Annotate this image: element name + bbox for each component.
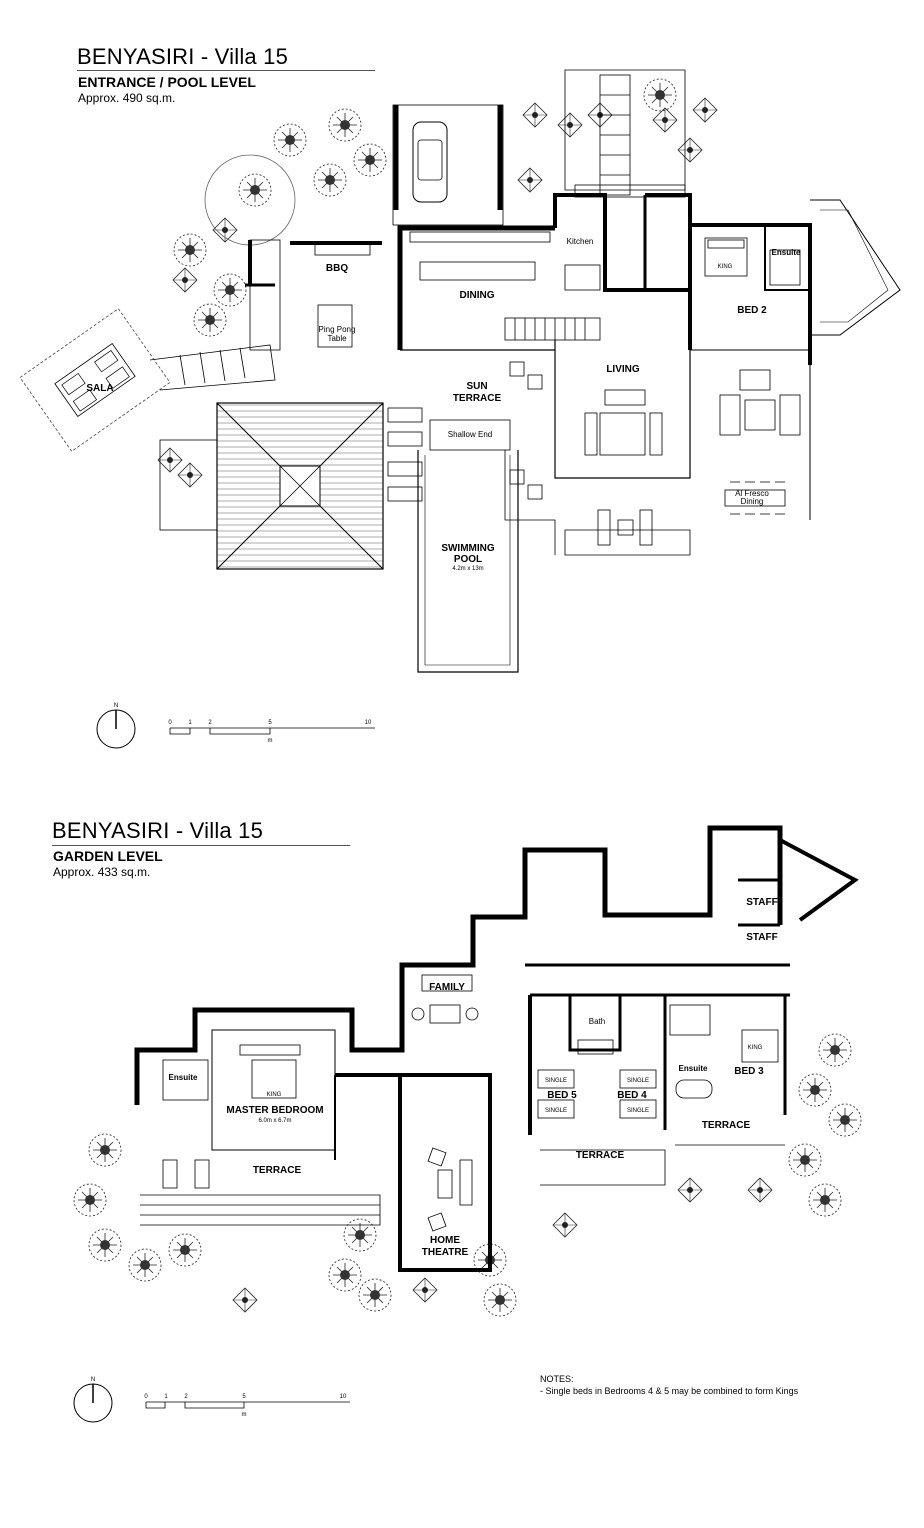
label-pingpong-2: Table <box>327 334 347 343</box>
carport <box>392 104 504 226</box>
label-home: HOME <box>430 1235 460 1246</box>
plan2-title-rule <box>52 845 350 846</box>
sala-path <box>149 344 276 391</box>
label-pool-2: POOL <box>454 554 482 565</box>
plan1-drawing: SALA <box>19 69 901 749</box>
plan1-title-rule <box>77 70 375 71</box>
label-terrace-master: TERRACE <box>253 1165 302 1176</box>
svg-text:0: 0 <box>144 1394 148 1400</box>
dining-furniture <box>409 231 601 341</box>
theatre-furniture <box>427 1147 473 1232</box>
notes-line: - Single beds in Bedrooms 4 & 5 may be c… <box>540 1386 799 1396</box>
label-kitchen: Kitchen <box>567 237 594 246</box>
plan2-drawing: FAMILY STAFF STAFF Ensuite KING MASTER B… <box>73 825 862 1423</box>
label-sala: SALA <box>86 383 113 394</box>
svg-text:5: 5 <box>268 720 272 726</box>
svg-text:0: 0 <box>168 720 172 726</box>
label-single-1: SINGLE <box>545 1078 567 1084</box>
label-alfresco-1: Al Fresco <box>735 489 769 498</box>
plan2-area: Approx. 433 sq.m. <box>53 865 151 879</box>
plan1-walls <box>397 193 901 520</box>
plan1-scale-bar: 0 1 2 5 10 m <box>168 720 375 744</box>
label-family: FAMILY <box>429 982 465 993</box>
label-master-size: 6.0m x 6.7m <box>258 1118 291 1124</box>
sala <box>19 308 171 452</box>
pavilion-roof <box>216 402 384 570</box>
svg-text:2: 2 <box>184 1394 188 1400</box>
label-alfresco-2: Dining <box>741 497 764 506</box>
family-furniture <box>411 974 479 1024</box>
swimming-pool <box>417 419 556 673</box>
label-shallow-end: Shallow End <box>448 430 492 439</box>
label-king-bed3: KING <box>748 1045 763 1051</box>
label-dining: DINING <box>460 290 495 301</box>
label-bed3: BED 3 <box>734 1066 764 1077</box>
label-king-bed2: KING <box>718 264 733 270</box>
label-ensuite-bed3: Ensuite <box>679 1064 708 1073</box>
svg-text:5: 5 <box>242 1394 246 1400</box>
plan1-north-label: N <box>114 703 118 709</box>
plan2-title: BENYASIRI - Villa 15 <box>52 818 264 843</box>
plan2-walls <box>134 825 859 1272</box>
label-single-4: SINGLE <box>627 1108 649 1114</box>
notes: NOTES: - Single beds in Bedrooms 4 & 5 m… <box>540 1373 798 1397</box>
master-furniture <box>140 1044 381 1226</box>
label-bed5: BED 5 <box>547 1090 577 1101</box>
plan2-level: GARDEN LEVEL <box>53 848 163 864</box>
label-theatre: THEATRE <box>422 1247 469 1258</box>
bed2-furniture <box>704 237 801 286</box>
label-bed4: BED 4 <box>617 1090 647 1101</box>
plan1-north-arrow: N <box>96 703 136 749</box>
label-single-2: SINGLE <box>545 1108 567 1114</box>
label-pool-size: 4.2m x 13m <box>452 566 483 572</box>
pavilion-deck <box>159 439 218 531</box>
bed45-furniture <box>537 1039 666 1186</box>
svg-text:10: 10 <box>365 720 372 726</box>
svg-text:1: 1 <box>188 720 192 726</box>
label-bbq: BBQ <box>326 263 348 274</box>
label-ensuite-master: Ensuite <box>169 1073 198 1082</box>
svg-text:2: 2 <box>208 720 212 726</box>
label-terrace-right: TERRACE <box>702 1120 751 1131</box>
plan1-area: Approx. 490 sq.m. <box>78 91 176 105</box>
label-single-3: SINGLE <box>627 1078 649 1084</box>
plan1-title: BENYASIRI - Villa 15 <box>77 44 289 69</box>
plan2-north-arrow: N <box>73 1377 113 1423</box>
svg-text:m: m <box>268 738 273 744</box>
svg-text:1: 1 <box>164 1394 168 1400</box>
plan2-scale-bar: 0 1 2 5 10 m <box>144 1394 350 1418</box>
label-king-master: KING <box>267 1092 282 1098</box>
label-pool-1: SWIMMING <box>441 543 495 554</box>
svg-text:m: m <box>242 1412 247 1418</box>
label-living: LIVING <box>606 364 640 375</box>
label-pingpong-1: Ping Pong <box>319 325 356 334</box>
label-sun-2: TERRACE <box>453 393 502 404</box>
entrance-garden <box>564 69 686 198</box>
sun-loungers <box>387 361 543 502</box>
bed3-furniture <box>669 1004 785 1146</box>
label-bed2: BED 2 <box>737 305 767 316</box>
living-furniture <box>564 369 801 556</box>
bbq-area <box>245 239 382 351</box>
label-staff-2: STAFF <box>746 932 777 943</box>
label-sun-1: SUN <box>466 381 487 392</box>
label-staff-1: STAFF <box>746 897 777 908</box>
label-master-bedroom: MASTER BEDROOM <box>226 1105 323 1116</box>
label-ensuite-bed2: Ensuite <box>772 248 801 257</box>
plan2-north-label: N <box>91 1377 95 1383</box>
label-bath: Bath <box>589 1017 605 1026</box>
plan1-level: ENTRANCE / POOL LEVEL <box>78 74 256 90</box>
svg-text:10: 10 <box>340 1394 347 1400</box>
notes-title: NOTES: <box>540 1374 574 1384</box>
label-terrace-mid: TERRACE <box>576 1150 625 1161</box>
